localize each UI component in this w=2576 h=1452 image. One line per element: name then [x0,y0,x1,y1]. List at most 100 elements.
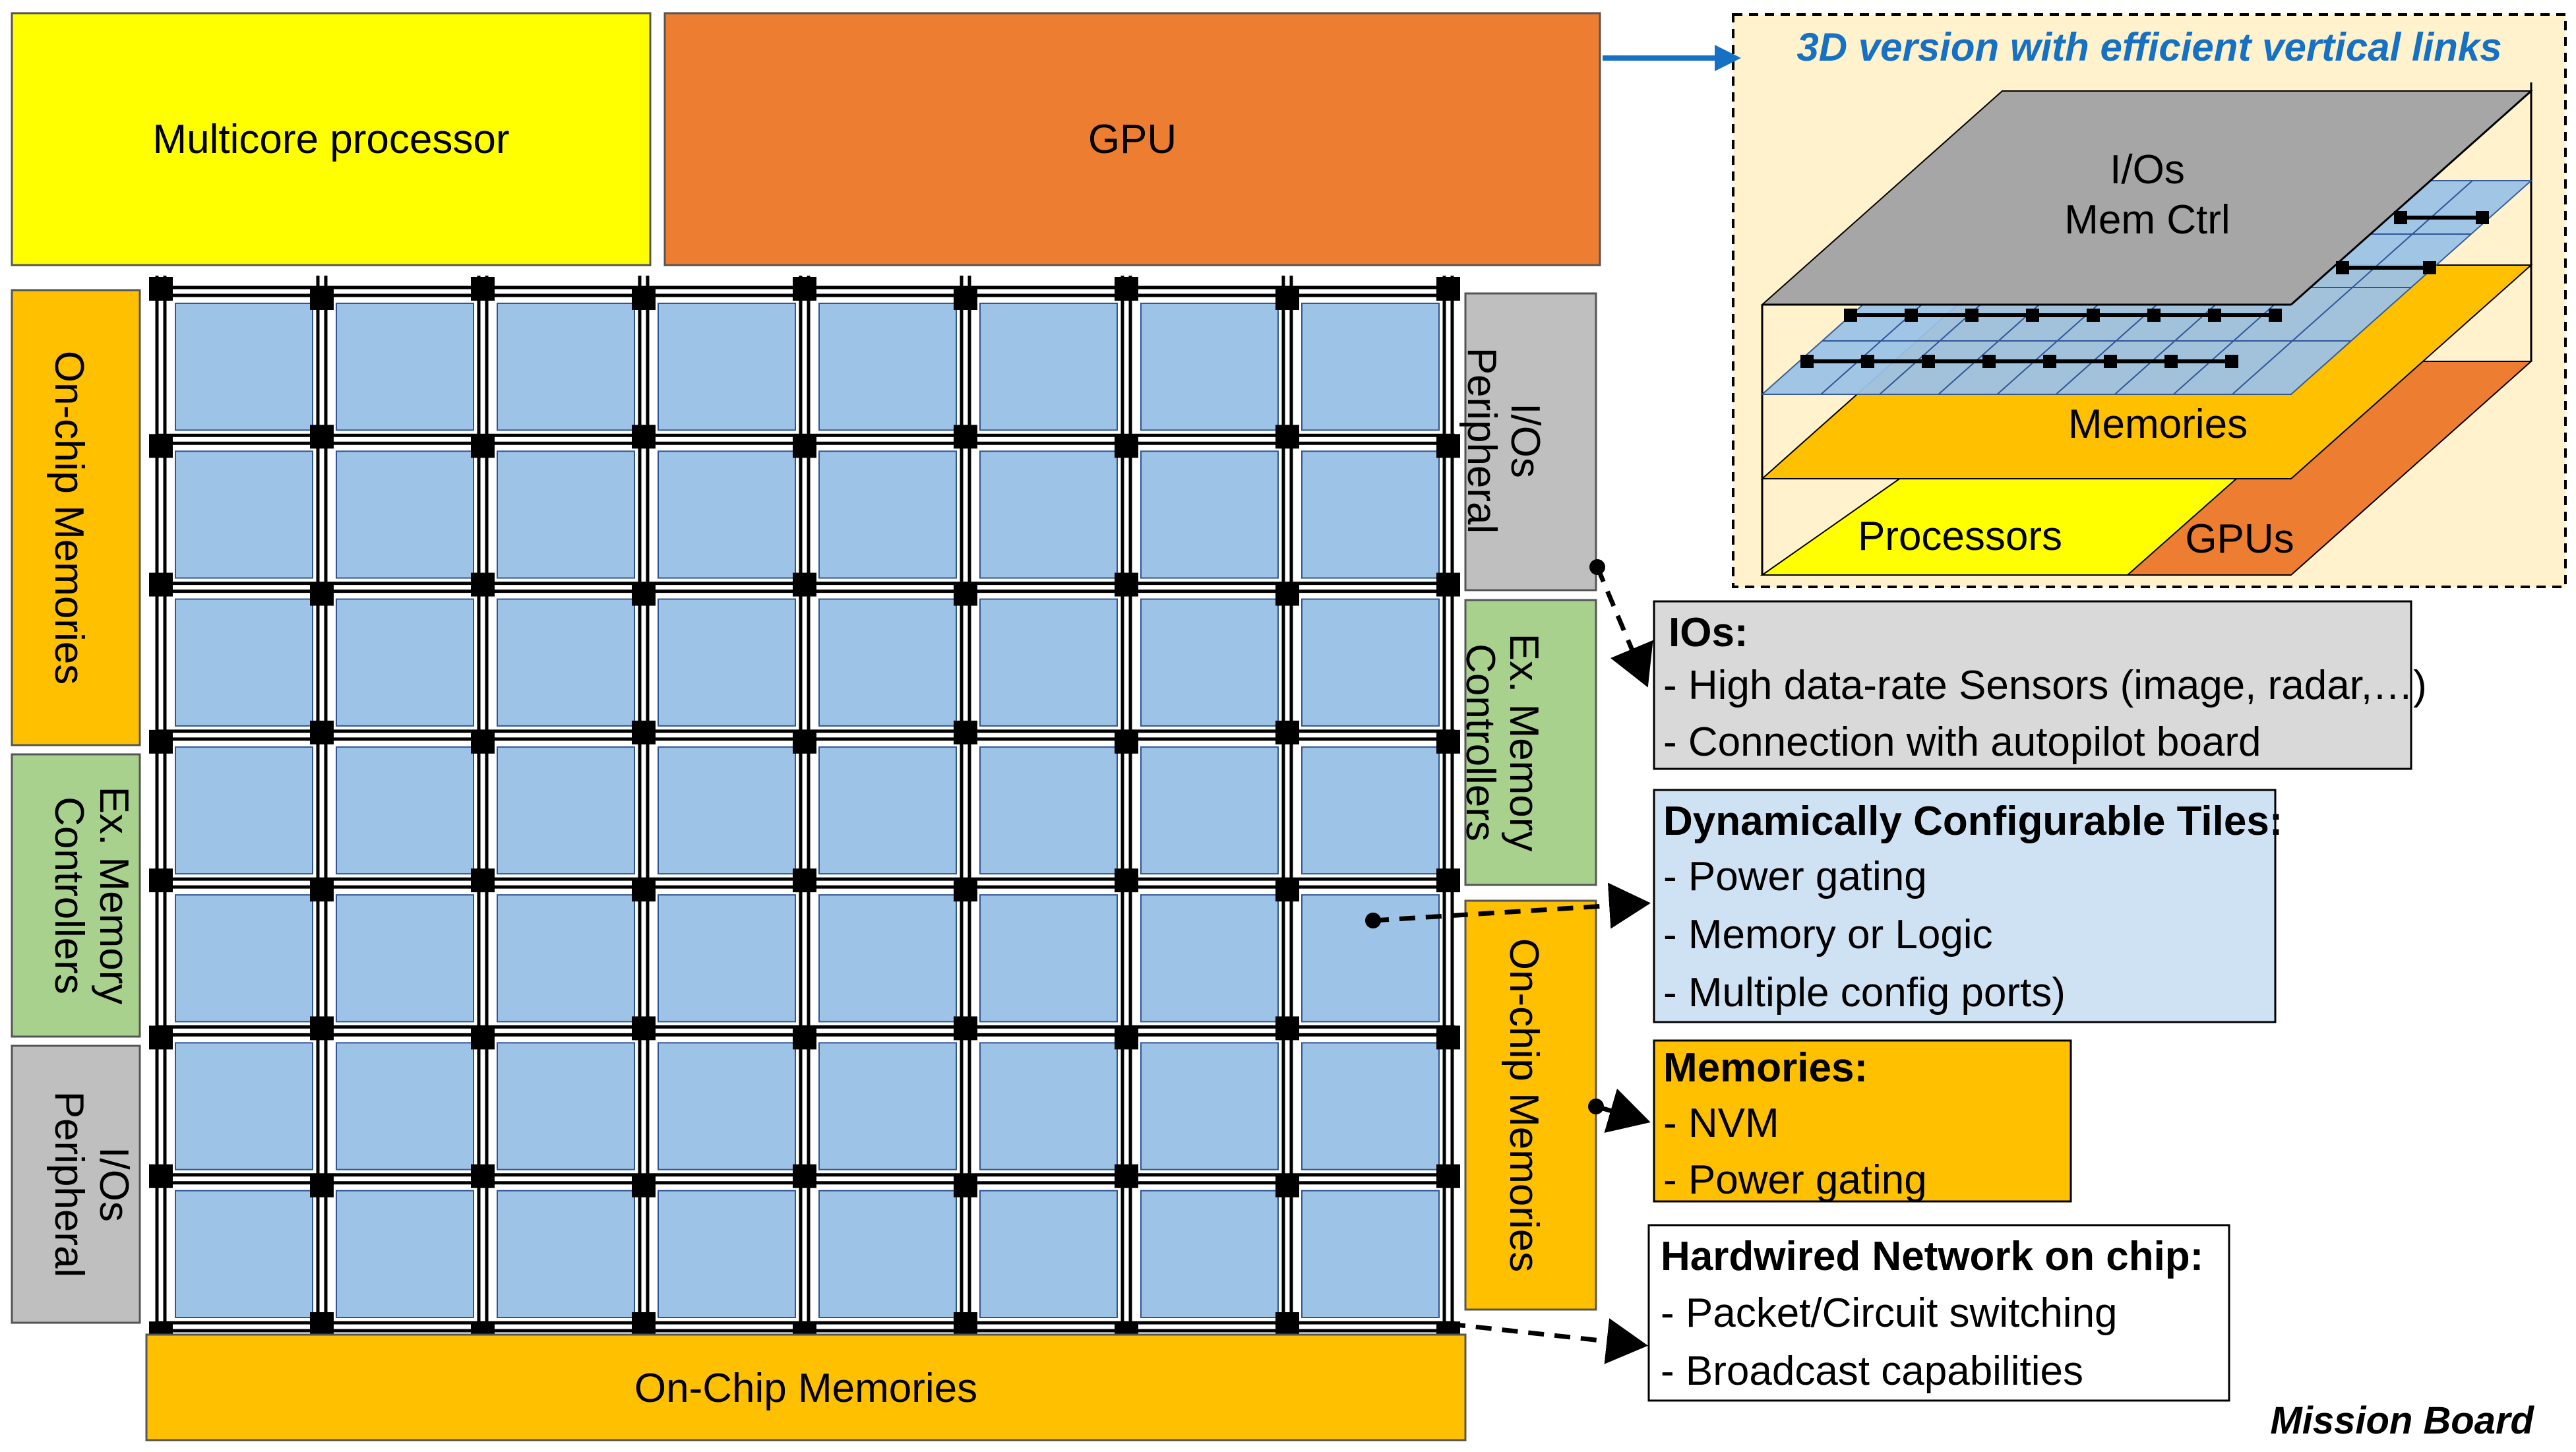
router [632,720,656,744]
router [1275,1016,1299,1041]
3d-router-node [2164,355,2178,368]
3d-router-node [2104,355,2117,368]
router [793,1164,816,1188]
tile [1301,1042,1440,1170]
tile [497,598,635,727]
right-ex-memory-line2: Controllers [1457,644,1503,841]
tile [1301,1190,1440,1318]
ios-callout-item-1: - High data-rate Sensors (image, radar,…… [1663,663,2427,708]
tile [818,598,957,727]
tile [1140,894,1279,1023]
router [793,434,816,458]
3d-router-node [1965,309,1978,322]
router [310,1312,334,1336]
tile [818,303,957,431]
tile [979,1190,1118,1318]
noc-routers [149,277,1460,1345]
router [310,720,334,744]
router [1275,286,1299,310]
tile [658,450,796,579]
router [1436,572,1460,597]
gpu-block: GPU [663,12,1601,266]
right-ex-memory-controllers-block: Ex. Memory Controllers [1457,599,1597,886]
tile [497,746,635,875]
3d-router-node [1905,309,1918,322]
3d-router-node [2336,261,2349,274]
memories-callout-heading: Memories: [1663,1045,1868,1091]
tile [979,1042,1118,1170]
tile [175,1190,313,1318]
router [954,425,977,449]
router [471,277,495,301]
tile [1140,450,1279,579]
router [1275,720,1299,744]
tile [658,746,796,875]
3d-router-node [2423,261,2436,274]
router [793,277,816,301]
3d-gpus-label: GPUs [2185,516,2294,562]
router [632,582,656,606]
tile [497,894,635,1023]
tile [979,746,1118,875]
tile [336,598,474,727]
router [954,878,977,902]
tiles-callout-item-2: - Memory or Logic [1663,912,1993,957]
router [149,434,173,458]
router [1275,878,1299,902]
noc-callout-item-2: - Broadcast capabilities [1661,1348,2083,1394]
router [954,286,977,310]
right-io-line1: I/Os [1502,403,1548,478]
router [793,1025,816,1050]
bottom-onchip-memories-block: On-Chip Memories [145,1333,1467,1441]
tile [658,598,796,727]
3d-router-node [2087,309,2100,322]
router [793,729,816,754]
tile [175,303,313,431]
3d-router-node [1982,355,1996,368]
router [1115,868,1138,893]
tile [175,894,313,1023]
gpu-label: GPU [1088,117,1177,162]
router [1275,1312,1299,1336]
router [471,1025,495,1050]
tile [1301,303,1440,431]
router [310,1016,334,1041]
tiles-callout-item-1: - Power gating [1663,854,1927,899]
router [1115,729,1138,754]
3d-router-node [2208,309,2221,322]
right-ex-memory-line1: Ex. Memory [1501,634,1547,852]
router [1115,1025,1138,1050]
3d-router-node [2026,309,2039,322]
tile [658,1042,796,1170]
ios-callout-heading: IOs: [1669,610,1748,655]
router [310,582,334,606]
tile [336,746,474,875]
noc-callout: Hardwired Network on chip: - Packet/Circ… [1647,1224,2230,1402]
noc-connector [1449,1318,1648,1364]
3d-router-node [1844,309,1857,322]
router [954,1016,977,1041]
left-io-line2: Peripheral [46,1091,92,1278]
3d-panel-title: 3D version with efficient vertical links [1796,25,2501,69]
tile [658,303,796,431]
3d-top-layer-line2: Mem Ctrl [2064,197,2230,243]
left-ex-memory-line2: Controllers [46,797,92,994]
ios-callout: IOs: - High data-rate Sensors (image, ra… [1653,600,2427,770]
3d-router-node [2225,355,2238,368]
router [793,868,816,893]
router [1436,1025,1460,1050]
router [1436,1164,1460,1188]
memories-callout-item-2: - Power gating [1663,1157,1927,1203]
tile [497,1190,635,1318]
tile [336,1190,474,1318]
tile [336,894,474,1023]
3d-top-layer-line1: I/Os [2110,147,2185,193]
tile [336,450,474,579]
tile [175,1042,313,1170]
tile [818,1042,957,1170]
tile [818,450,957,579]
tile [497,1042,635,1170]
router [1115,277,1138,301]
multicore-processor-label: Multicore processor [153,117,510,162]
router [149,277,173,301]
